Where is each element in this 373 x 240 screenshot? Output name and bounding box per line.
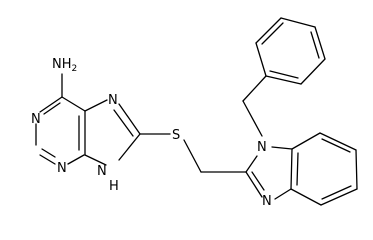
bond-c2-n3-inner — [41, 148, 56, 158]
phenyl-bonds — [255, 17, 326, 85]
amine-label-main: NH — [52, 57, 72, 72]
bond-n7-c8-inner — [113, 109, 134, 137]
bond-c5-c4-inner — [321, 185, 352, 200]
purine-n3-label: N — [57, 161, 67, 176]
bond-c2-n3-inner — [251, 171, 265, 191]
bond-n7-c8 — [118, 103, 141, 135]
bond-c6-n1-inner — [43, 102, 61, 115]
bond-c2-n3 — [245, 171, 263, 198]
benzimidazole-bonds — [242, 75, 358, 206]
bond-c3a-c7a-inner — [296, 152, 299, 186]
structure-diagram: NH2 N N N N H S N N — [31, 17, 358, 209]
bond-c3a-c7a — [290, 148, 293, 190]
bond-ch2-phenyl — [242, 75, 267, 102]
bond-ph-4-5-inner — [310, 31, 320, 59]
bond-ph-5-6 — [300, 58, 326, 85]
purine-n1-label: N — [31, 112, 41, 127]
sulfur-label: S — [172, 128, 180, 143]
bond-c5-c4 — [320, 188, 358, 206]
bond-c5-c6 — [61, 96, 86, 112]
bond-ph-3-4 — [280, 17, 316, 28]
bond-n1-ch2 — [242, 100, 263, 137]
purine-n9-label: N — [97, 164, 107, 179]
bond-c7a-n1 — [271, 146, 293, 150]
amine-label-subscript: 2 — [72, 64, 78, 74]
bond-c7-c6 — [319, 132, 357, 151]
bond-ph-2-3-inner — [261, 22, 284, 45]
bond-c8-n9 — [118, 133, 141, 161]
atom-labels: NH2 N N N N H S N N — [31, 57, 272, 209]
bond-ph-1-2 — [255, 42, 267, 77]
bond-ph-4-5 — [314, 26, 326, 60]
bond-ph-6-1 — [265, 75, 302, 85]
bond-s-ch2 — [183, 139, 202, 173]
bond-c2-n1 — [245, 155, 258, 173]
purine-n9-h-label: H — [109, 179, 119, 194]
bond-c6-c5 — [355, 149, 358, 190]
bond-ph-2-3 — [255, 17, 282, 44]
bond-ph-6-1-inner — [269, 70, 299, 79]
purine-n7-label: N — [108, 93, 118, 108]
benzimidazole-n3-label: N — [262, 194, 272, 209]
bond-c7-c6-inner — [321, 138, 351, 153]
bond-n3-c4 — [67, 154, 85, 165]
molecule-drawing: NH2 N N N N H S N N — [31, 17, 358, 209]
bond-c7a-c7 — [291, 132, 321, 150]
benzimidazole-n1-label: N — [257, 140, 267, 155]
bond-n3-c3a — [274, 188, 292, 200]
bond-c6-n1 — [39, 96, 63, 113]
bond-c2-n3 — [39, 154, 56, 165]
linker-bonds — [139, 133, 247, 173]
amine-label: NH2 — [52, 57, 77, 74]
bond-c4-c3a — [290, 188, 322, 206]
bond-n9-c4 — [84, 154, 107, 166]
purine-bonds — [35, 73, 141, 166]
bond-c5-n7 — [84, 99, 108, 112]
